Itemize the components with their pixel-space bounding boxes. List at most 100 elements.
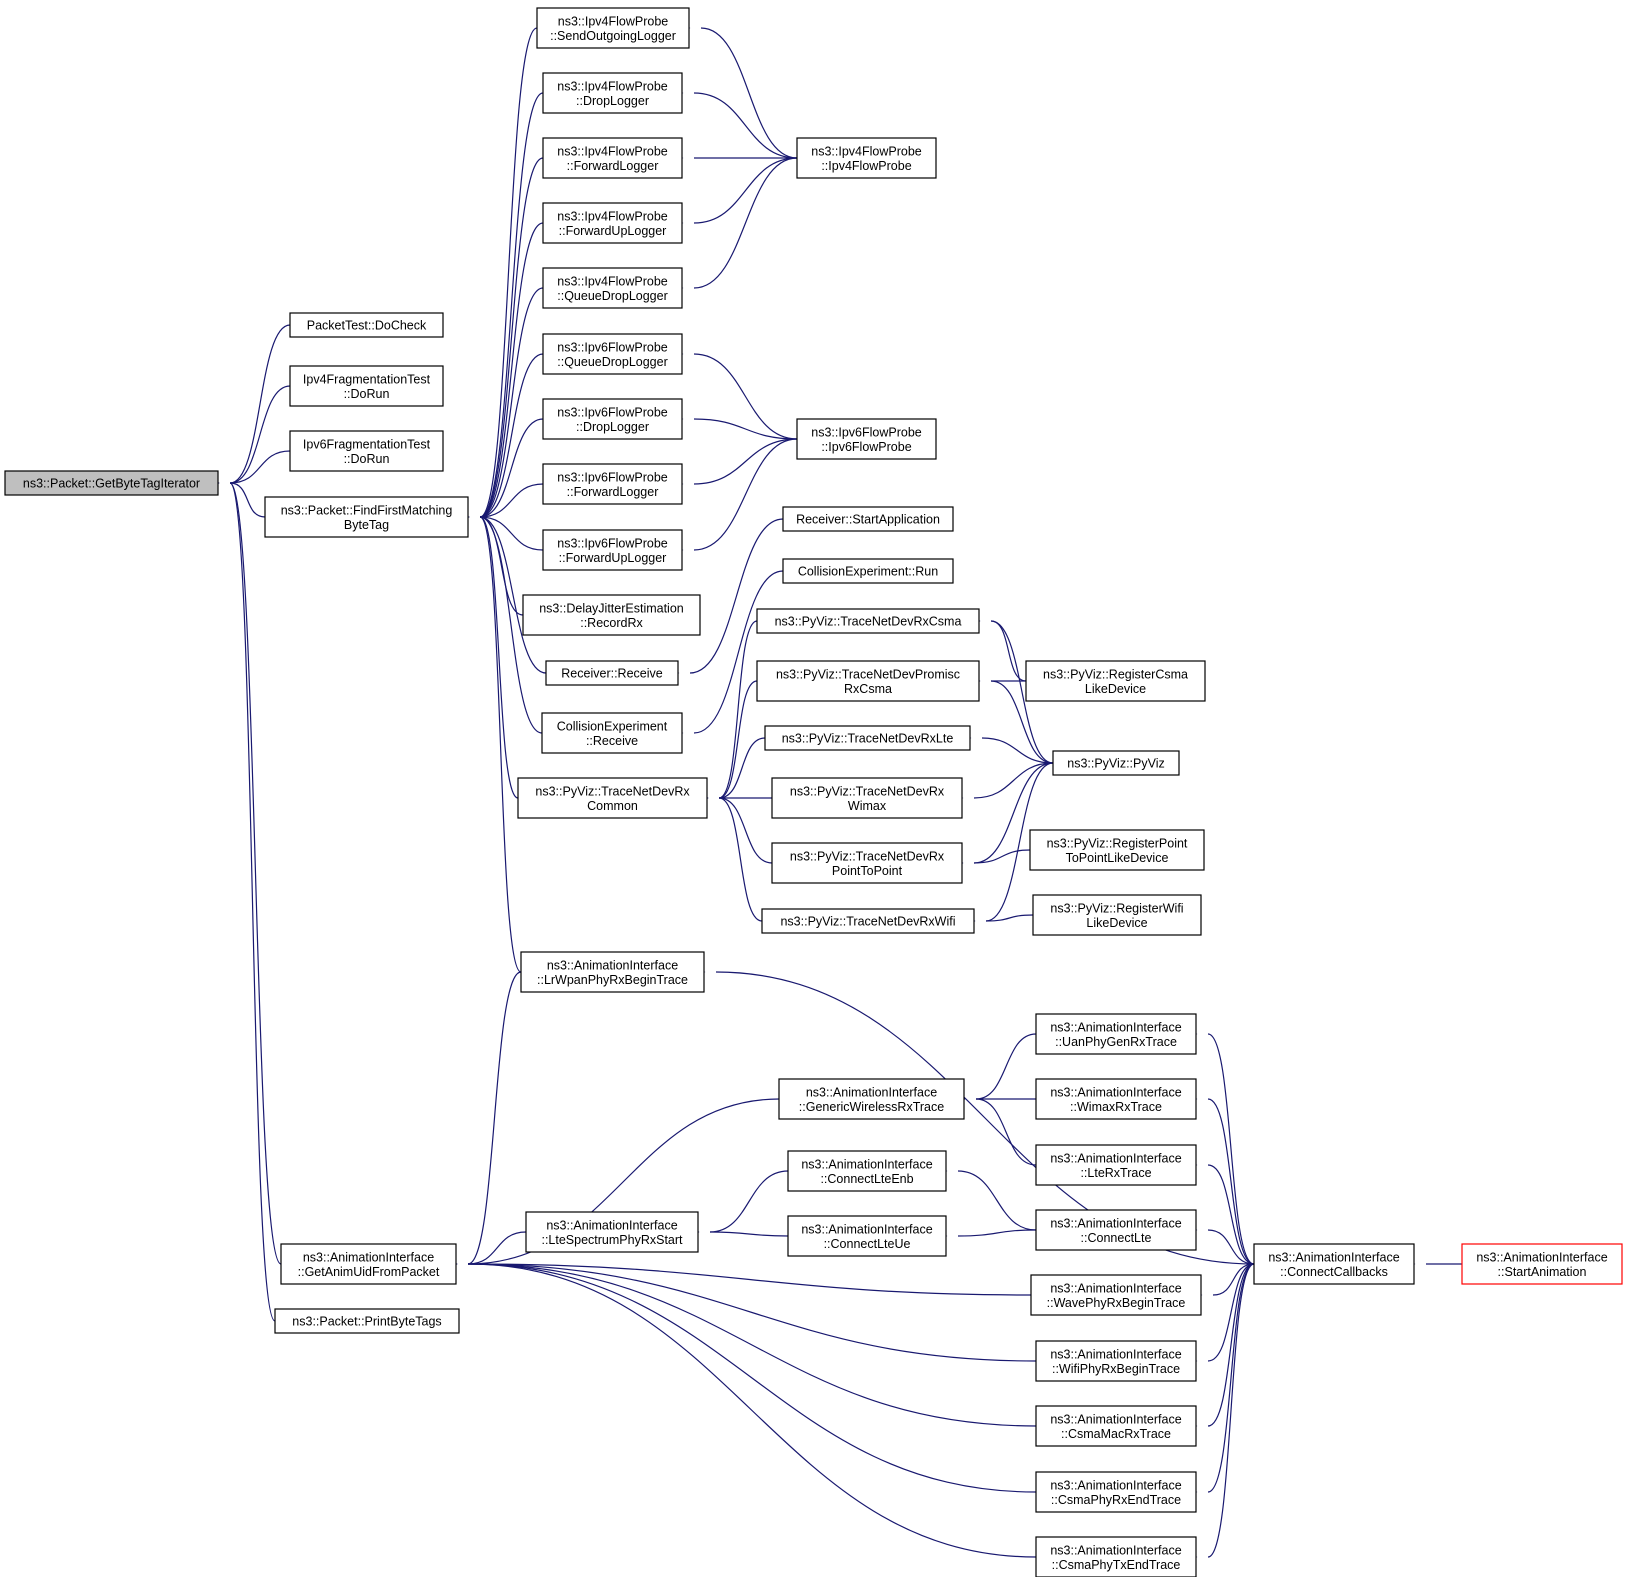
node-ns3-ipv6flowprobe-forwarduplogger[interactable]: ns3::Ipv6FlowProbe::ForwardUpLogger <box>542 529 683 571</box>
node-label: ::WimaxRxTrace <box>1070 1100 1162 1114</box>
node-ns3-animationinterface-wifiphyrxbegintrace[interactable]: ns3::AnimationInterface::WifiPhyRxBeginT… <box>1035 1340 1197 1382</box>
node-ns3-ipv4flowprobe-ipv4flowprobe[interactable]: ns3::Ipv4FlowProbe::Ipv4FlowProbe <box>796 137 937 179</box>
node-box <box>542 137 683 179</box>
node-label: ns3::Ipv4FlowProbe <box>557 144 668 158</box>
call-edge-getanimuid-to-root <box>229 482 282 1265</box>
node-box <box>522 594 701 636</box>
call-edge-pt_docheck-to-root <box>229 324 291 484</box>
node-ns3-ipv4flowprobe-queuedroplogger[interactable]: ns3::Ipv4FlowProbe::QueueDropLogger <box>542 267 683 309</box>
call-edge-csmamac-to-getanimuid <box>467 1263 1037 1427</box>
node-ns3-packet-getbytetagiterator[interactable]: ns3::Packet::GetByteTagIterator <box>4 470 219 496</box>
node-collisionexperiment-run[interactable]: CollisionExperiment::Run <box>782 558 954 584</box>
call-edge-recv_receive-to-ffmbt <box>479 516 547 674</box>
call-edge-pyviz_ctor-to-rx_p2p <box>973 762 1054 864</box>
call-edge-v4_fwd-to-ffmbt <box>479 157 544 518</box>
node-ns3-ipv6flowprobe-forwardlogger[interactable]: ns3::Ipv6FlowProbe::ForwardLogger <box>542 463 683 505</box>
node-label: ::ForwardLogger <box>567 159 659 173</box>
node-ns3-animationinterface-connectlte[interactable]: ns3::AnimationInterface::ConnectLte <box>1035 1209 1197 1251</box>
call-edge-pyviz_common-to-ffmbt <box>479 516 519 799</box>
node-label: Wimax <box>848 799 887 813</box>
node-box <box>787 1150 947 1192</box>
node-ns3-animationinterface-wavephyrxbegintrace[interactable]: ns3::AnimationInterface::WavePhyRxBeginT… <box>1030 1274 1202 1316</box>
call-edge-connlteenb-to-ltespectrum <box>709 1170 789 1233</box>
node-ns3-ipv6flowprobe-ipv6flowprobe[interactable]: ns3::Ipv6FlowProbe::Ipv6FlowProbe <box>796 418 937 460</box>
node-ipv4fragmentationtest-dorun[interactable]: Ipv4FragmentationTest::DoRun <box>289 365 444 407</box>
node-label: PointToPoint <box>832 864 903 878</box>
node-collisionexperiment-receive[interactable]: CollisionExperiment::Receive <box>541 712 683 754</box>
call-edge-v6_fwd-to-ffmbt <box>479 483 544 518</box>
node-ns3-pyviz-registerpointtopointlikedevice[interactable]: ns3::PyViz::RegisterPointToPointLikeDevi… <box>1029 829 1205 871</box>
node-ns3-pyviz-tracenetdevrxwifi[interactable]: ns3::PyViz::TraceNetDevRxWifi <box>761 908 975 934</box>
node-box <box>542 529 683 571</box>
node-receiver-startapplication[interactable]: Receiver::StartApplication <box>782 506 954 532</box>
node-box <box>1025 660 1206 702</box>
node-ns3-pyviz-tracenetdevrxlte[interactable]: ns3::PyViz::TraceNetDevRxLte <box>764 725 971 751</box>
node-ns3-animationinterface-ltespectrumphyrxstart[interactable]: ns3::AnimationInterface::LteSpectrumPhyR… <box>525 1211 699 1253</box>
node-ns3-animationinterface-lterxtrace[interactable]: ns3::AnimationInterface::LteRxTrace <box>1035 1144 1197 1186</box>
node-ns3-animationinterface-lrwpanphyrxbegintrace[interactable]: ns3::AnimationInterface::LrWpanPhyRxBegi… <box>520 951 705 993</box>
node-ns3-ipv4flowprobe-forwardlogger[interactable]: ns3::Ipv4FlowProbe::ForwardLogger <box>542 137 683 179</box>
node-packettest-docheck[interactable]: PacketTest::DoCheck <box>289 312 444 338</box>
node-ns3-animationinterface-connectcallbacks[interactable]: ns3::AnimationInterface::ConnectCallback… <box>1253 1243 1415 1285</box>
node-label: ::ForwardLogger <box>567 485 659 499</box>
node-box <box>796 137 937 179</box>
node-box <box>1253 1243 1415 1285</box>
node-box <box>1052 750 1180 776</box>
node-box <box>778 1078 965 1120</box>
node-ns3-animationinterface-genericwirelessrxtrace[interactable]: ns3::AnimationInterface::GenericWireless… <box>778 1078 965 1120</box>
node-ns3-pyviz-tracenetdevrxcsma[interactable]: ns3::PyViz::TraceNetDevRxCsma <box>756 608 980 634</box>
node-ns3-pyviz-pyviz[interactable]: ns3::PyViz::PyViz <box>1052 750 1180 776</box>
node-ns3-animationinterface-csmamacrxtrace[interactable]: ns3::AnimationInterface::CsmaMacRxTrace <box>1035 1405 1197 1447</box>
node-ns3-packet-printbytetags[interactable]: ns3::Packet::PrintByteTags <box>274 1308 460 1334</box>
call-edge-v4_ctor-to-v4_sendout <box>700 27 798 159</box>
node-ns3-ipv4flowprobe-droplogger[interactable]: ns3::Ipv4FlowProbe::DropLogger <box>542 72 683 114</box>
node-box <box>1030 1274 1202 1316</box>
node-ns3-ipv4flowprobe-sendoutgoinglogger[interactable]: ns3::Ipv4FlowProbe::SendOutgoingLogger <box>536 7 690 49</box>
node-ns3-animationinterface-csmaphytxendtrace[interactable]: ns3::AnimationInterface::CsmaPhyTxEndTra… <box>1035 1536 1197 1577</box>
node-box <box>1035 1144 1197 1186</box>
node-ns3-ipv6flowprobe-droplogger[interactable]: ns3::Ipv6FlowProbe::DropLogger <box>542 398 683 440</box>
node-label: ::StartAnimation <box>1498 1265 1587 1279</box>
node-ns3-animationinterface-startanimation[interactable]: ns3::AnimationInterface::StartAnimation <box>1461 1243 1623 1285</box>
node-ipv6fragmentationtest-dorun[interactable]: Ipv6FragmentationTest::DoRun <box>289 430 444 472</box>
node-ns3-animationinterface-wimaxrxtrace[interactable]: ns3::AnimationInterface::WimaxRxTrace <box>1035 1078 1197 1120</box>
call-edge-v4_ctor-to-v4_drop <box>693 92 798 159</box>
node-ns3-animationinterface-uanphygenrxtrace[interactable]: ns3::AnimationInterface::UanPhyGenRxTrac… <box>1035 1013 1197 1055</box>
node-label: ::DropLogger <box>576 94 649 108</box>
node-ns3-animationinterface-connectlteue[interactable]: ns3::AnimationInterface::ConnectLteUe <box>787 1215 947 1257</box>
node-label: ns3::AnimationInterface <box>1050 1543 1181 1557</box>
call-edge-connlteue-to-ltespectrum <box>709 1231 789 1237</box>
node-ns3-delayjitterestimation-recordrx[interactable]: ns3::DelayJitterEstimation::RecordRx <box>522 594 701 636</box>
node-ns3-animationinterface-csmaphyrxendtrace[interactable]: ns3::AnimationInterface::CsmaPhyRxEndTra… <box>1035 1471 1197 1513</box>
call-edge-v4_ctor-to-v4_fwdup <box>693 157 798 224</box>
node-label: ns3::PyViz::TraceNetDevRx <box>790 849 945 863</box>
call-edge-ipv6frag-to-root <box>229 450 291 484</box>
node-label: ::ConnectLteEnb <box>820 1172 913 1186</box>
node-ns3-ipv4flowprobe-forwarduplogger[interactable]: ns3::Ipv4FlowProbe::ForwardUpLogger <box>542 202 683 244</box>
node-receiver-receive[interactable]: Receiver::Receive <box>545 660 679 686</box>
node-label: ::GetAnimUidFromPacket <box>298 1265 440 1279</box>
call-edge-v6_fwdup-to-ffmbt <box>479 516 544 551</box>
node-ns3-animationinterface-connectlteenb[interactable]: ns3::AnimationInterface::ConnectLteEnb <box>787 1150 947 1192</box>
node-label: ns3::Ipv4FlowProbe <box>557 274 668 288</box>
call-edge-conncallbacks-to-wimaxrx <box>1207 1098 1255 1265</box>
call-edge-lrwpan-to-ffmbt <box>479 516 522 973</box>
node-label: ::LteSpectrumPhyRxStart <box>541 1233 683 1247</box>
node-label: ::Ipv6FlowProbe <box>821 440 911 454</box>
call-edge-lterx-to-genwireless <box>975 1098 1037 1166</box>
node-label: ::WavePhyRxBeginTrace <box>1047 1296 1186 1310</box>
node-ns3-ipv6flowprobe-queuedroplogger[interactable]: ns3::Ipv6FlowProbe::QueueDropLogger <box>542 333 683 375</box>
node-label: PacketTest::DoCheck <box>307 319 427 333</box>
node-label: RxCsma <box>844 682 892 696</box>
node-label: ns3::DelayJitterEstimation <box>539 601 684 615</box>
call-edge-conncallbacks-to-uanphy <box>1207 1033 1255 1265</box>
node-ns3-animationinterface-getanimuidfrompacket[interactable]: ns3::AnimationInterface::GetAnimUidFromP… <box>280 1243 457 1285</box>
